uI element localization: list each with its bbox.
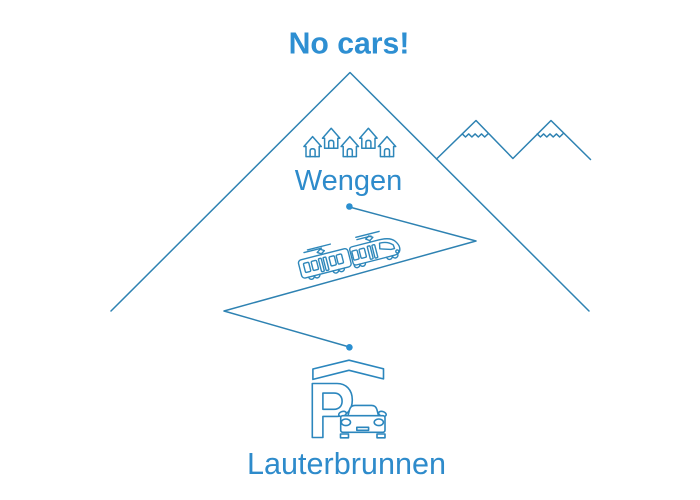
svg-text:No cars!: No cars!	[289, 27, 410, 60]
svg-text:Lauterbrunnen: Lauterbrunnen	[247, 447, 446, 481]
svg-text:Wengen: Wengen	[295, 165, 403, 197]
